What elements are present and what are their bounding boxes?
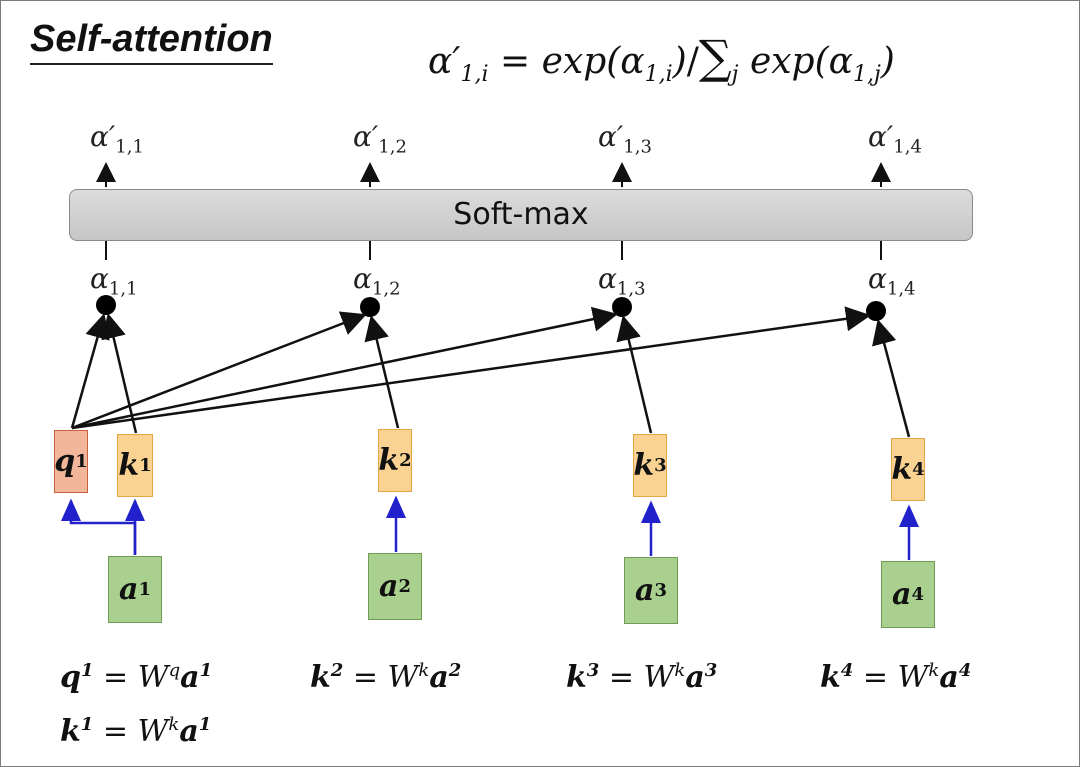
- key-arrows: [101, 313, 911, 438]
- slide-title: Self-attention: [30, 18, 273, 65]
- output-label-2: α′1,2: [353, 120, 407, 158]
- score-inputs: [105, 241, 882, 260]
- k4-to-alpha-4-arrow: [872, 319, 911, 438]
- k2-to-alpha-2-arrow: [364, 315, 400, 429]
- output-label-4: α′1,4: [868, 120, 922, 158]
- q1-to-alpha-1-arrow: [70, 313, 110, 429]
- equation-k4: k4 = Wka4: [820, 660, 972, 695]
- output-label-1: α′1,1: [90, 120, 144, 158]
- score-dots: [96, 295, 886, 321]
- score-dot-2: [360, 297, 380, 317]
- score-dot-3: [612, 297, 632, 317]
- k1-to-alpha-1-arrow: [101, 313, 138, 434]
- softmax-block: Soft-max: [69, 189, 973, 241]
- projection-arrows: [61, 495, 919, 560]
- score-dot-4: [866, 301, 886, 321]
- sum-symbol: ∑: [698, 30, 732, 84]
- score-label-3: α1,3: [598, 262, 646, 300]
- output-arrows: [96, 162, 891, 187]
- score-label-2: α1,2: [353, 262, 401, 300]
- softmax-formula: α′1,i = exp(α1,i)/∑j exp(α1,j): [428, 30, 895, 88]
- q1-to-alpha-2-arrow: [71, 311, 367, 430]
- a1-to-q1-arrow: [61, 498, 137, 555]
- equation-k2: k2 = Wka2: [310, 660, 462, 695]
- equation-k3: k3 = Wka3: [566, 660, 718, 695]
- k3-to-alpha-3-arrow: [616, 315, 653, 434]
- q1-to-alpha-3-arrow: [71, 306, 618, 430]
- q1-to-alpha-4-arrow: [71, 306, 871, 430]
- equation-k1: k1 = Wka1: [60, 714, 212, 749]
- equation-q1: q1 = Wqa1: [60, 660, 213, 695]
- output-label-3: α′1,3: [598, 120, 652, 158]
- score-label-4: α1,4: [868, 262, 916, 300]
- query-arrows: [70, 306, 871, 430]
- score-label-1: α1,1: [90, 262, 138, 300]
- score-dot-1: [96, 295, 116, 315]
